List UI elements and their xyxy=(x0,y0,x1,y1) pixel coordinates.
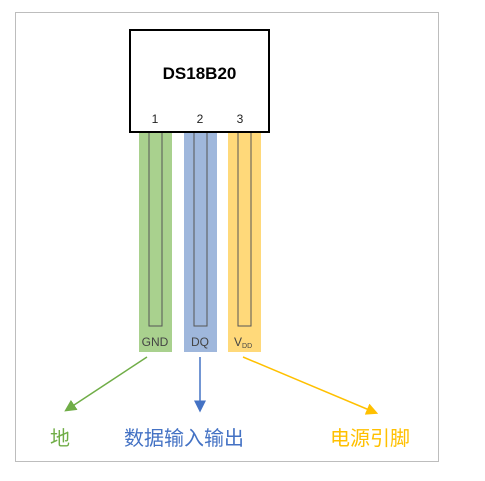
ground-label: 地 xyxy=(50,426,70,450)
pin-2-name: DQ xyxy=(191,335,209,349)
pin-3-name-sub: DD xyxy=(242,343,252,350)
power-arrow xyxy=(242,356,379,415)
pin-1-band xyxy=(139,132,172,352)
pin-2-band xyxy=(184,132,217,352)
pin-1-name: GND xyxy=(142,335,169,349)
pin-2-number: 2 xyxy=(197,112,204,126)
data-io-label: 数据输入输出 xyxy=(124,426,244,450)
chip-body xyxy=(129,29,270,133)
chip-title: DS18B20 xyxy=(163,64,237,83)
diagram-frame xyxy=(15,12,439,462)
pin-3-number: 3 xyxy=(237,112,244,126)
power-pin-label: 电源引脚 xyxy=(330,426,410,450)
ground-arrow xyxy=(64,356,148,412)
pin-3-band xyxy=(228,132,261,352)
pin-3-name: VDD xyxy=(234,335,252,350)
pin-1-number: 1 xyxy=(152,112,159,126)
pin-3-name-main: V xyxy=(234,335,242,349)
